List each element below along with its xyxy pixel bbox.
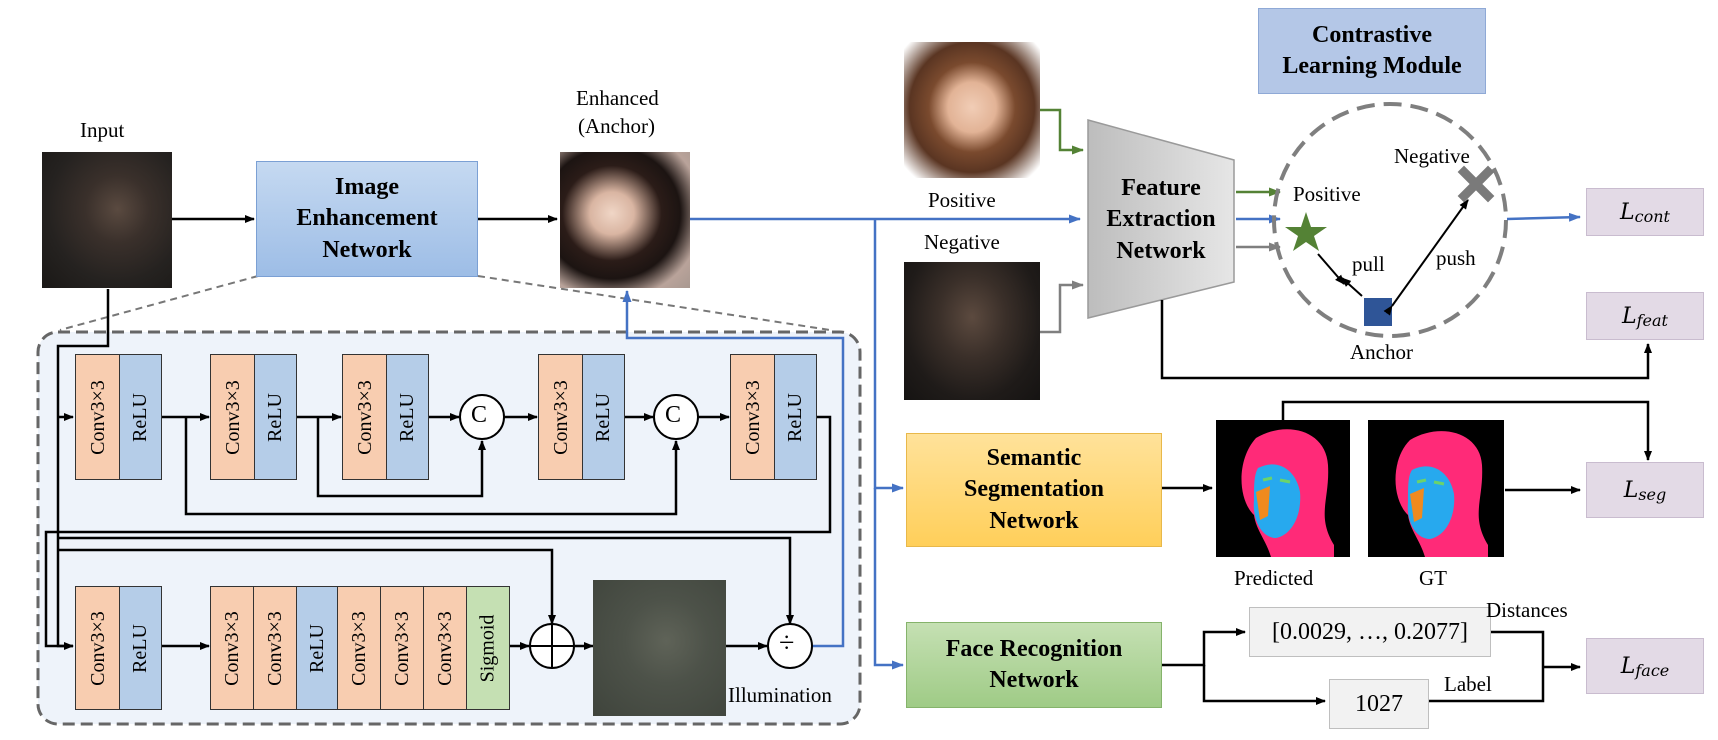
sigmoid-block: Sigmoid bbox=[466, 586, 510, 710]
enhancement-line-2: Enhancement bbox=[296, 205, 438, 232]
distances-box: [0.0029, …, 0.2077] bbox=[1249, 607, 1491, 657]
segmentation-line-3: Network bbox=[989, 507, 1079, 534]
relu-block-1: ReLU bbox=[119, 354, 162, 480]
conv-block-7: Conv3×3 bbox=[210, 586, 255, 710]
conv-block-8: Conv3×3 bbox=[253, 586, 298, 710]
feature-extraction-shape bbox=[1087, 119, 1235, 319]
label-label: Label bbox=[1444, 672, 1492, 696]
divide-node bbox=[767, 623, 813, 669]
input-image bbox=[42, 152, 172, 288]
pull-label: pull bbox=[1352, 252, 1385, 276]
relu-block-3: ReLU bbox=[386, 354, 429, 480]
label-box: 1027 bbox=[1329, 679, 1429, 729]
conv-block-5: Conv3×3 bbox=[730, 354, 776, 480]
contrastive-learning-module: Contrastive Learning Module bbox=[1258, 8, 1486, 94]
positive-star-icon bbox=[1285, 212, 1327, 251]
illumination-image bbox=[593, 580, 726, 716]
contrastive-negative-label: Negative bbox=[1394, 144, 1470, 168]
concat-label-1: C bbox=[471, 402, 488, 428]
relu-block-6: ReLU bbox=[119, 586, 162, 710]
contrastive-circle bbox=[1272, 102, 1508, 338]
positive-label: Positive bbox=[928, 188, 996, 212]
face-recognition-network: Face Recognition Network bbox=[906, 622, 1162, 708]
relu-block-4: ReLU bbox=[582, 354, 625, 480]
conv-block-6: Conv3×3 bbox=[75, 586, 121, 710]
conv-block-11: Conv3×3 bbox=[423, 586, 468, 710]
feature-line-1: Feature bbox=[1121, 175, 1201, 202]
gt-label: GT bbox=[1419, 566, 1447, 590]
semantic-segmentation-network: Semantic Segmentation Network bbox=[906, 433, 1162, 547]
contrastive-positive-label: Positive bbox=[1293, 182, 1361, 206]
distances-label: Distances bbox=[1486, 598, 1568, 622]
concat-node-1 bbox=[459, 394, 505, 440]
enhanced-anchor-image bbox=[560, 152, 690, 288]
gt-segmentation-map bbox=[1368, 420, 1504, 557]
negative-label: Negative bbox=[924, 230, 1000, 254]
negative-cross-icon bbox=[1457, 165, 1495, 203]
enhanced-label-2: (Anchor) bbox=[578, 114, 655, 138]
gt-mask-graphic bbox=[1395, 431, 1488, 557]
conv-block-4: Conv3×3 bbox=[538, 354, 584, 480]
segmentation-line-1: Semantic bbox=[986, 445, 1082, 472]
conv-block-9: Conv3×3 bbox=[337, 586, 382, 710]
positive-image bbox=[904, 42, 1040, 178]
conv-block-1: Conv3×3 bbox=[75, 354, 121, 480]
conv-block-2: Conv3×3 bbox=[210, 354, 256, 480]
image-enhancement-network: Image Enhancement Network bbox=[256, 161, 478, 277]
face-recognition-line-1: Face Recognition bbox=[945, 635, 1123, 662]
feature-line-2: Extraction bbox=[1106, 206, 1216, 233]
enhanced-label-1: Enhanced bbox=[576, 86, 659, 110]
conv-block-10: Conv3×3 bbox=[380, 586, 425, 710]
concat-node-2 bbox=[653, 394, 699, 440]
predicted-mask-graphic bbox=[1241, 429, 1334, 557]
contrastive-line-1: Contrastive bbox=[1312, 21, 1432, 48]
contrastive-line-2: Learning Module bbox=[1282, 53, 1462, 79]
negative-image bbox=[904, 262, 1040, 400]
concat-label-2: C bbox=[665, 402, 682, 428]
relu-block-7: ReLU bbox=[296, 586, 339, 710]
illumination-label: Illumination bbox=[728, 683, 832, 707]
relu-block-2: ReLU bbox=[254, 354, 297, 480]
relu-block-5: ReLU bbox=[774, 354, 817, 480]
enhancement-line-3: Network bbox=[322, 236, 412, 263]
predicted-label: Predicted bbox=[1234, 566, 1314, 590]
contrastive-anchor-label: Anchor bbox=[1350, 340, 1413, 364]
feature-extraction-network: Feature Extraction Network bbox=[1090, 168, 1232, 272]
enhancement-line-1: Image bbox=[335, 174, 399, 201]
face-recognition-line-2: Network bbox=[989, 667, 1079, 693]
predicted-segmentation-map bbox=[1216, 420, 1350, 557]
divide-label: ÷ bbox=[779, 628, 795, 659]
conv-block-3: Conv3×3 bbox=[342, 354, 388, 480]
push-label: push bbox=[1436, 246, 1476, 270]
input-label: Input bbox=[80, 118, 125, 142]
segmentation-line-2: Segmentation bbox=[964, 476, 1104, 503]
anchor-square-icon bbox=[1364, 298, 1392, 326]
feature-line-3: Network bbox=[1116, 237, 1206, 264]
